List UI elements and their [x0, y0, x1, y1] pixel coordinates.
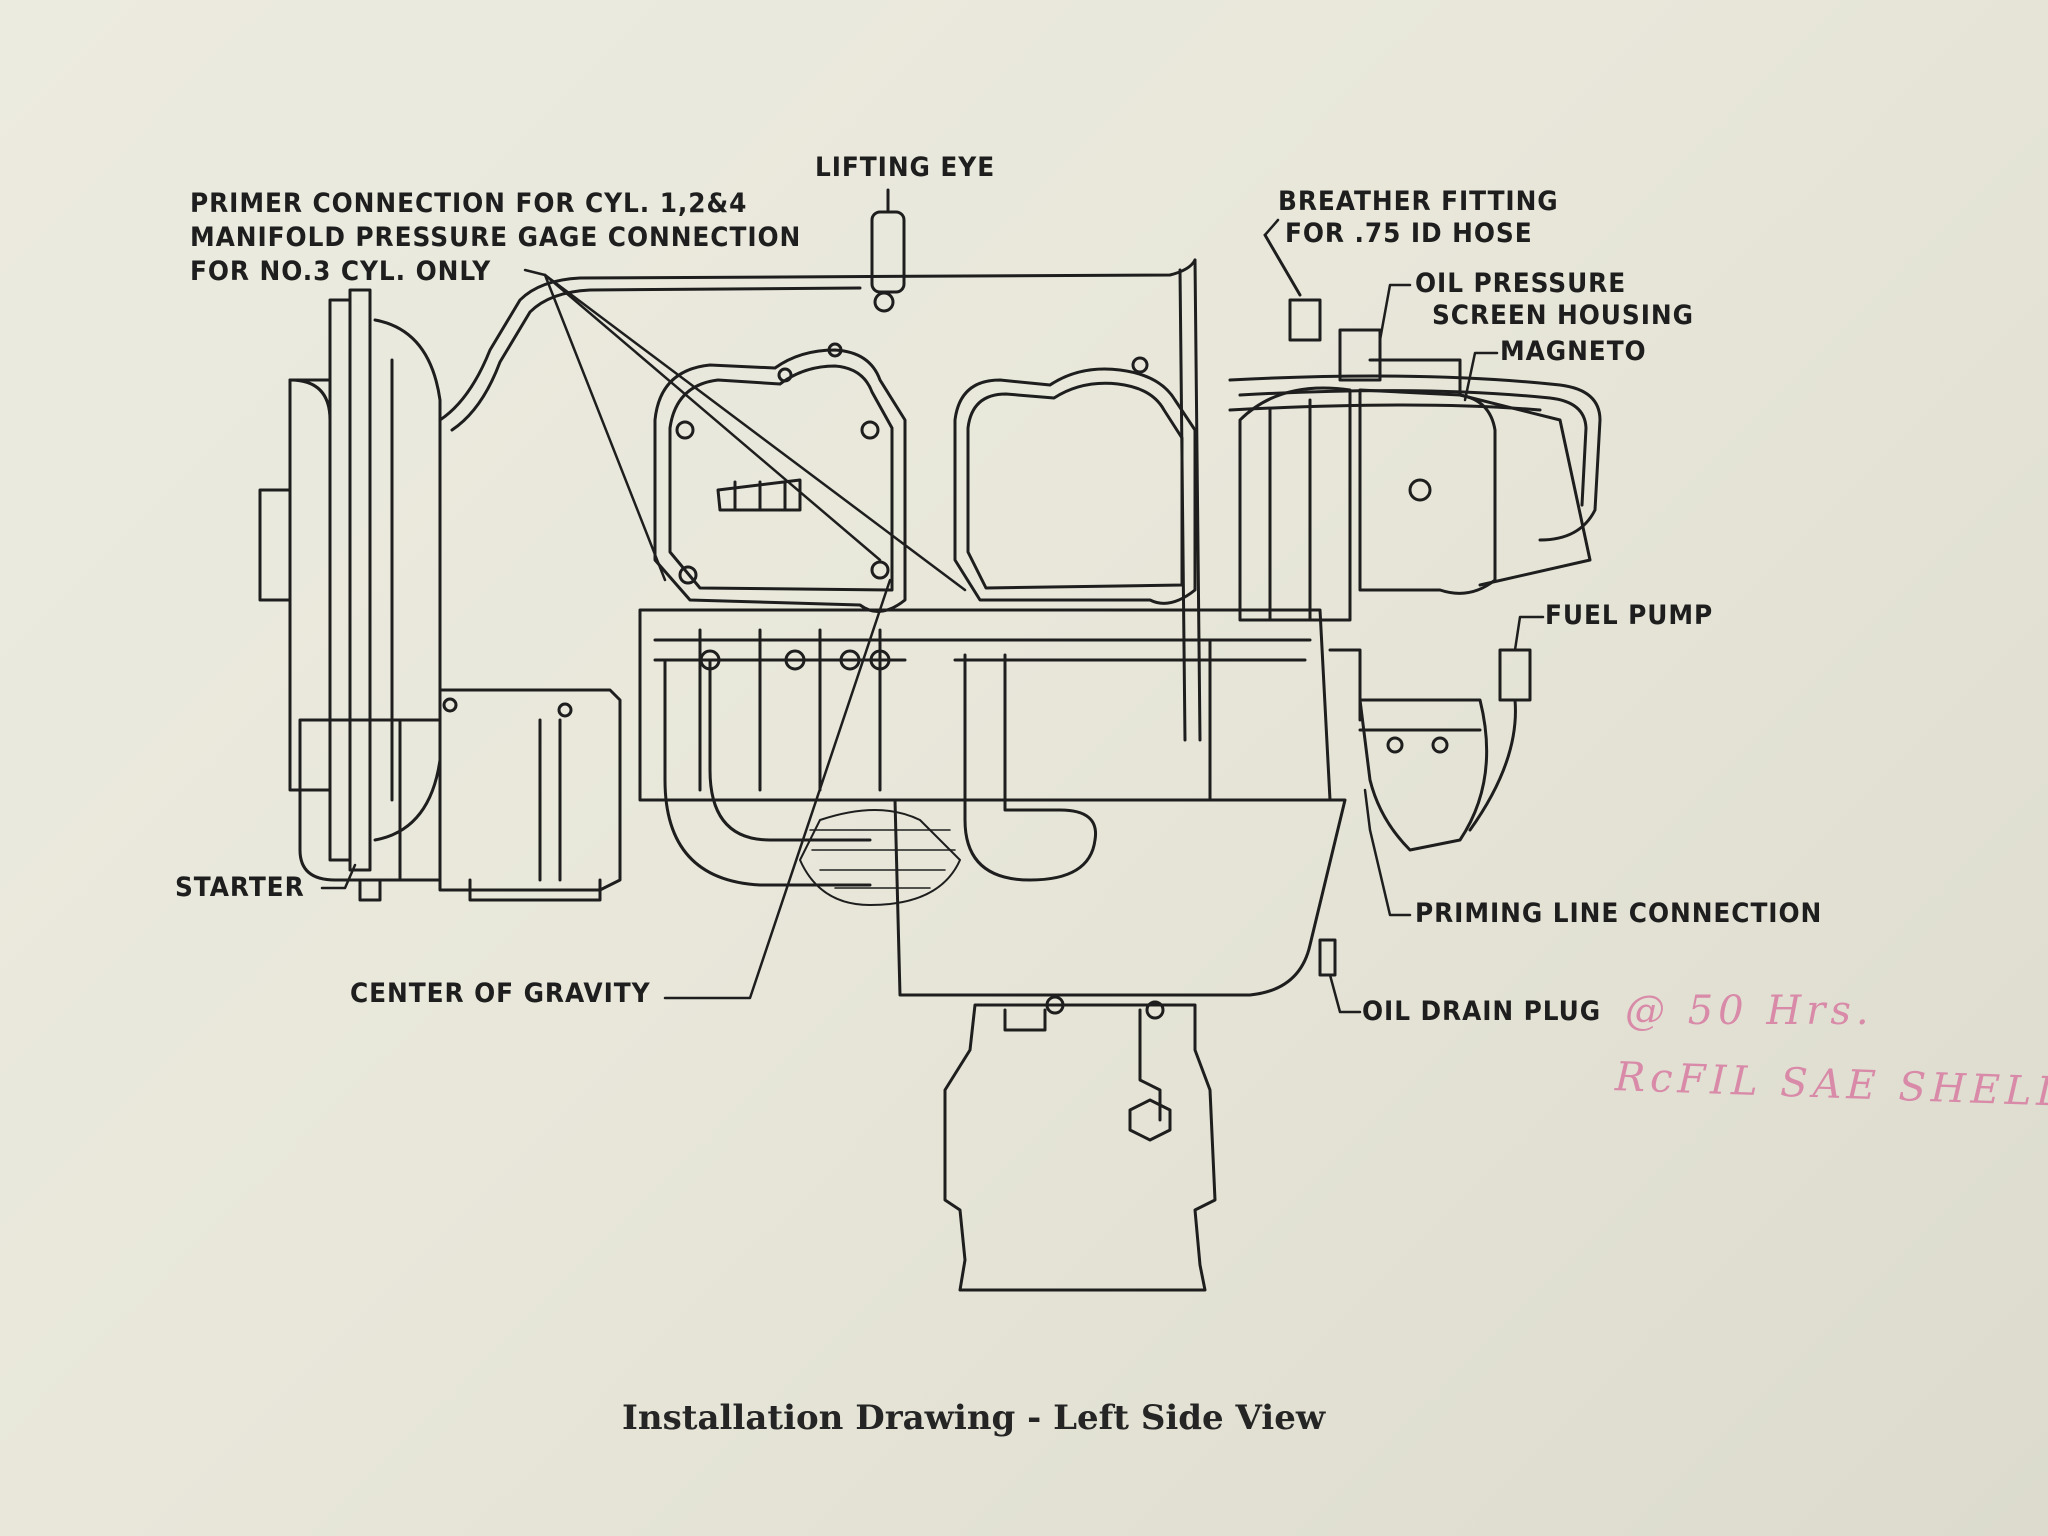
label-center-of-gravity: CENTER OF GRAVITY [350, 978, 651, 1009]
label-fuel-pump: FUEL PUMP [1545, 600, 1714, 631]
cylinder-rear [953, 356, 1197, 605]
handwritten-note-hours: @ 50 Hrs. [1625, 988, 1874, 1034]
label-oil-pressure: OIL PRESSURE [1415, 268, 1627, 299]
label-starter: STARTER [175, 872, 305, 903]
propeller-flange [258, 288, 442, 872]
breather-fitting [1263, 233, 1382, 382]
label-breather-hose: FOR .75 ID HOSE [1285, 218, 1533, 249]
engine-block [638, 608, 1332, 802]
oil-sump [893, 798, 1347, 1020]
label-breather-fitting: BREATHER FITTING [1278, 186, 1559, 217]
leader-lines [320, 218, 1545, 1014]
intake-pipes [663, 653, 1098, 906]
label-lifting-eye: LIFTING EYE [815, 152, 996, 183]
carburetor [943, 1003, 1217, 1292]
figure-caption: Installation Drawing - Left Side View [622, 1398, 1326, 1438]
label-manifold-pressure: MANIFOLD PRESSURE GAGE CONNECTION [190, 222, 802, 253]
label-magneto: MAGNETO [1500, 336, 1647, 367]
magneto-housing [1228, 358, 1602, 622]
lifting-eye [870, 188, 906, 313]
label-priming-line-connection: PRIMING LINE CONNECTION [1415, 898, 1823, 929]
starter-motor [298, 688, 622, 902]
label-oil-drain-plug: OIL DRAIN PLUG [1362, 996, 1602, 1027]
fuel-pump [1328, 648, 1532, 852]
label-for-no3-cyl: FOR NO.3 CYL. ONLY [190, 256, 492, 287]
label-primer-connection: PRIMER CONNECTION FOR CYL. 1,2&4 [190, 188, 748, 219]
label-screen-housing: SCREEN HOUSING [1432, 300, 1694, 331]
